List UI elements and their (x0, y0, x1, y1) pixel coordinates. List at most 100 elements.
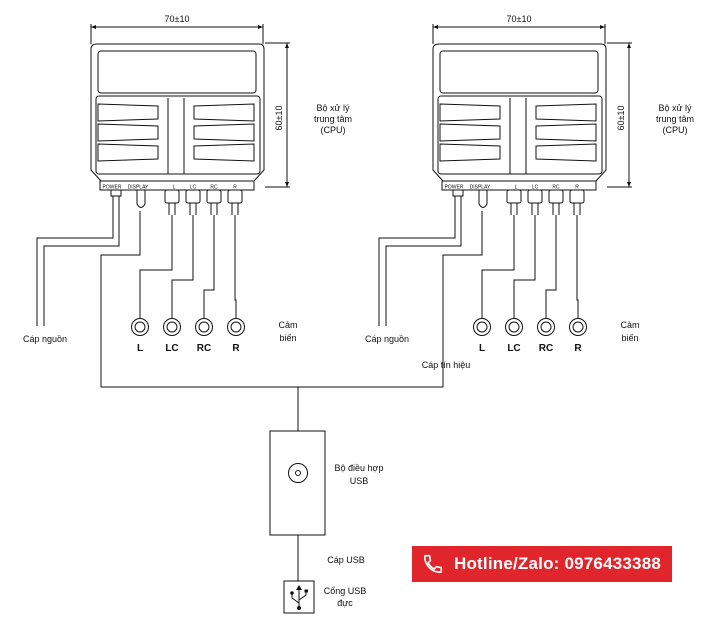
usb-icon-branch (291, 594, 300, 604)
sensor-caption: Cảm (278, 320, 297, 330)
usb-port-box (283, 580, 315, 614)
port-label: LC (190, 185, 197, 191)
port-label: R (233, 185, 237, 191)
dimension-arrowhead (600, 25, 605, 29)
dimension-arrowhead (285, 182, 289, 187)
usb-icon-base (297, 606, 301, 610)
dimension-arrowhead (433, 25, 438, 29)
cpu-display-window (439, 50, 599, 94)
sensor-ring-inner (476, 321, 488, 333)
power-cable-wire (43, 196, 120, 326)
power-cable-label: Cáp nguồn (23, 334, 67, 344)
usb-icon-square (304, 589, 308, 593)
sensor-ring-outer (473, 318, 491, 336)
vent-slot-right (535, 123, 597, 142)
vent-slot-right (535, 143, 597, 162)
port-label: R (575, 185, 579, 191)
display-connector (478, 190, 488, 208)
sensor-ring-inner (134, 321, 146, 333)
sensor-ring-inner (540, 321, 552, 333)
power-cable-wire (385, 196, 462, 326)
power-cable-wire (378, 196, 456, 326)
usb-icon-arrow (296, 585, 302, 590)
port-label: L (515, 185, 518, 191)
signal-cable (100, 211, 141, 387)
phone-icon (423, 554, 443, 574)
sensor-cable (203, 215, 215, 318)
cpu-label: Bộ xử lý (658, 103, 692, 113)
hotline-banner[interactable]: Hotline/Zalo: 0976433388 (412, 546, 672, 582)
usb-port-label: Cổng USB (324, 586, 367, 596)
sensor-caption: biến (279, 333, 296, 343)
sensor-label: LC (165, 343, 178, 354)
port-label: RC (552, 185, 560, 191)
port-label: DISPLAY (128, 185, 149, 191)
usb-icon (290, 585, 308, 610)
sensor-ring-outer (131, 318, 149, 336)
usb-adapter-dial-outer (288, 463, 308, 483)
sensor-caption: biến (621, 333, 638, 343)
sensor-label: RC (539, 343, 553, 354)
sensor-ring-outer (537, 318, 555, 336)
usb-adapter-label: Bộ điều hợp (335, 463, 384, 473)
vent-slot-left (439, 123, 501, 142)
sensor-cable (139, 215, 173, 318)
cpu-display-window (97, 50, 257, 94)
sensor-caption: Cảm (620, 320, 639, 330)
port-label: RC (210, 185, 218, 191)
sensor-ring-outer (569, 318, 587, 336)
sensor-label: R (574, 343, 582, 354)
port-label: POWER (103, 185, 122, 191)
dimension-arrowhead (258, 25, 263, 29)
port-label: POWER (445, 185, 464, 191)
sensor-ring-inner (166, 321, 178, 333)
sensor-label: L (479, 343, 485, 354)
cpu-label: (CPU) (663, 125, 688, 135)
vent-slot-left (97, 103, 159, 122)
vent-slot-right (193, 123, 255, 142)
port-strip (441, 180, 597, 191)
vent-slot-left (439, 143, 501, 162)
dimension-arrowhead (627, 43, 631, 48)
sensor-connector (506, 189, 522, 204)
sensor-connector (206, 189, 222, 204)
sensor-ring-outer (195, 318, 213, 336)
signal-cable-label: Cáp tín hiệu (422, 360, 471, 370)
sensor-cable (234, 215, 237, 318)
usb-adapter-label: USB (350, 476, 369, 486)
sensor-connector (527, 189, 543, 204)
sensor-ring-inner (230, 321, 242, 333)
vent-slot-left (439, 103, 501, 122)
sensor-ring-outer (163, 318, 181, 336)
dimension-arrowhead (627, 182, 631, 187)
sensor-connector (569, 189, 585, 204)
cpu-label: (CPU) (321, 125, 346, 135)
vent-slot-left (97, 123, 159, 142)
sensor-label: R (232, 343, 240, 354)
sensor-connector (227, 189, 243, 204)
port-strip (99, 180, 255, 191)
dimension-arrowhead (91, 25, 96, 29)
vent-slot-left (97, 143, 159, 162)
power-cable-wire (36, 196, 114, 326)
cpu-lower-panel (437, 95, 603, 175)
sensor-ring-inner (508, 321, 520, 333)
sensor-label: L (137, 343, 143, 354)
power-connector (110, 189, 122, 197)
power-connector (452, 189, 464, 197)
hotline-text: Hotline/Zalo: 0976433388 (454, 554, 662, 573)
dimension-arrowhead (285, 43, 289, 48)
width-dimension-label: 70±10 (507, 14, 532, 24)
vent-slot-right (193, 103, 255, 122)
usb-adapter-dial-inner (295, 470, 301, 476)
usb-cable-label: Cáp USB (327, 555, 365, 565)
usb-icon-dot (290, 591, 294, 595)
sensor-label: RC (197, 343, 211, 354)
sensor-cable (545, 215, 557, 318)
port-label: DISPLAY (470, 185, 491, 191)
height-dimension-label: 60±10 (274, 106, 284, 131)
cpu-lower-panel (95, 95, 261, 175)
